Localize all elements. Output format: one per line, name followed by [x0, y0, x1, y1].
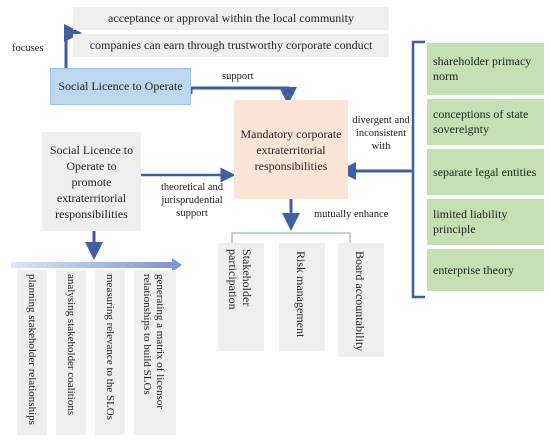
focuses-label: focuses	[12, 43, 44, 54]
focuses-arrow	[64, 24, 82, 68]
gradient-bar-head	[172, 258, 182, 272]
bottom-mid-risk: Risk management	[279, 243, 325, 351]
mutually-label: mutually enhance	[314, 209, 389, 220]
center-box: Mandatory corporate extraterritorial res…	[234, 100, 348, 199]
support-label: support	[222, 71, 254, 82]
right-box-enterprise-text: enterprise theory	[433, 262, 514, 277]
slo-box: Social Licence to Operate	[50, 68, 191, 105]
top-box-companies: companies can earn through trustworthy c…	[73, 34, 389, 57]
right-box-shareholder-text: shareholder primacy norm	[433, 54, 532, 83]
divergent-label: divergent and inconsistent with	[352, 115, 410, 152]
bottom-mid-board: Board accountability	[338, 243, 384, 357]
bottom-left-measuring: measuring relevance to the SLOs	[95, 270, 125, 435]
right-box-shareholder: shareholder primacy norm	[427, 43, 544, 95]
bottom-left-planning: planning stakeholder relationships	[17, 270, 47, 435]
top-box-acceptance-text: acceptance or approval within the local …	[108, 11, 354, 25]
bottom-left-analysing-text: analysing stakeholder coalitions	[65, 274, 77, 416]
gradient-bar	[11, 262, 173, 268]
bottom-left-measuring-text: measuring relevance to the SLOs	[104, 274, 116, 421]
slo-promote-box-text: Social Licence to Operate to promote ext…	[49, 142, 134, 221]
bottom-mid-stakeholder: Stakeholder participation	[218, 243, 264, 351]
bottom-left-analysing: analysing stakeholder coalitions	[56, 270, 86, 435]
bottom-left-planning-text: planning stakeholder relationships	[26, 274, 38, 425]
support-arrow	[189, 86, 297, 105]
middle-bracket	[231, 232, 351, 243]
slo-promote-box: Social Licence to Operate to promote ext…	[42, 132, 141, 231]
right-bracket	[411, 40, 425, 299]
right-box-limited-text: limited liability principle	[433, 207, 508, 236]
bottom-mid-board-text: Board accountability	[353, 251, 367, 352]
right-box-sovereignty: conceptions of state sovereignty	[427, 99, 544, 145]
right-box-limited: limited liability principle	[427, 199, 544, 245]
bottom-left-generating: generating a matrix of licensor relation…	[134, 270, 176, 435]
bottom-left-generating-text: generating a matrix of licensor relation…	[141, 274, 166, 410]
right-box-separate-text: separate legal entities	[433, 164, 537, 179]
right-box-enterprise: enterprise theory	[427, 249, 544, 291]
slo-box-text: Social Licence to Operate	[58, 79, 183, 93]
top-box-acceptance: acceptance or approval within the local …	[73, 7, 389, 30]
bottom-mid-stakeholder-text: Stakeholder participation	[226, 249, 254, 310]
bottom-mid-risk-text: Risk management	[294, 251, 308, 338]
theoretical-label: theoretical and jurisprudential support	[160, 182, 224, 219]
right-box-sovereignty-text: conceptions of state sovereignty	[433, 107, 529, 136]
top-box-companies-text: companies can earn through trustworthy c…	[89, 38, 373, 52]
right-box-separate: separate legal entities	[427, 149, 544, 195]
center-box-text: Mandatory corporate extraterritorial res…	[240, 126, 342, 173]
